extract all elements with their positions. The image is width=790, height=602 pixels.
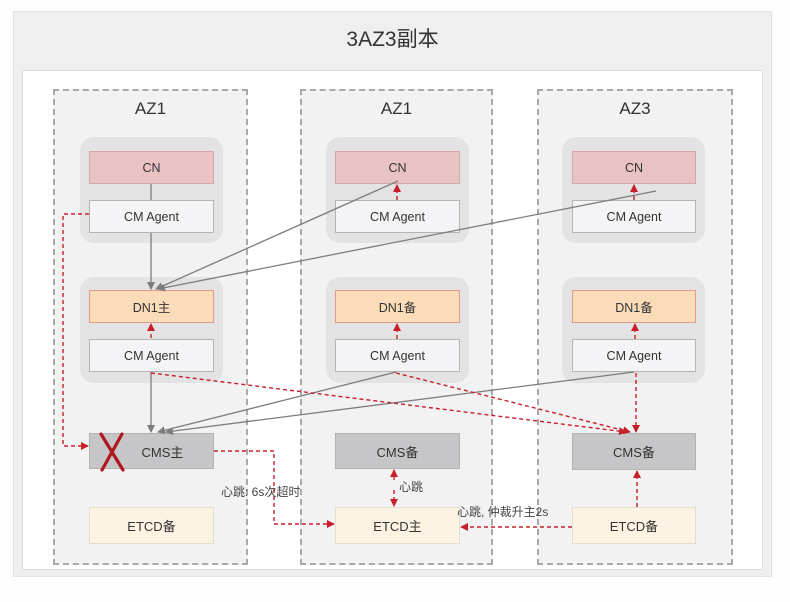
cms-node-1-label: CMS主 bbox=[141, 444, 184, 460]
cn-node-2[interactable]: CN bbox=[335, 151, 460, 184]
cms-heartbeat-label: 心跳 bbox=[399, 480, 424, 494]
etcd-node-1[interactable]: ETCD备 bbox=[89, 507, 214, 544]
etcd-node-3[interactable]: ETCD备 bbox=[572, 507, 696, 544]
etcd-node-2[interactable]: ETCD主 bbox=[335, 507, 460, 544]
cn-cm-agent-2[interactable]: CM Agent bbox=[335, 200, 460, 233]
cms-node-3[interactable]: CMS备 bbox=[572, 433, 696, 470]
cms-node-2[interactable]: CMS备 bbox=[335, 433, 460, 469]
cn-cm-agent-3[interactable]: CM Agent bbox=[572, 200, 696, 233]
cn-cm-agent-1[interactable]: CM Agent bbox=[89, 200, 214, 233]
cms-timeout-label: 心跳: 6s次超时 bbox=[221, 485, 301, 499]
az-zone-1-label: AZ1 bbox=[134, 99, 167, 118]
az-zone-2-label: AZ1 bbox=[380, 99, 413, 118]
cn-node-1[interactable]: CN bbox=[89, 151, 214, 184]
etcd-arbitration-label: 心跳, 仲裁升主2s bbox=[457, 505, 549, 519]
dn-cm-agent-1[interactable]: CM Agent bbox=[89, 339, 214, 372]
dn-node-1[interactable]: DN1主 bbox=[89, 290, 214, 323]
az-zone-3-label: AZ3 bbox=[619, 99, 651, 118]
cn-node-3[interactable]: CN bbox=[572, 151, 696, 184]
x-mark-icon bbox=[99, 432, 125, 472]
diagram-title: 3AZ3副本 bbox=[346, 28, 439, 51]
dn-node-2[interactable]: DN1备 bbox=[335, 290, 460, 323]
dn-cm-agent-2[interactable]: CM Agent bbox=[335, 339, 460, 372]
dn-cm-agent-3[interactable]: CM Agent bbox=[572, 339, 696, 372]
dn-node-3[interactable]: DN1备 bbox=[572, 290, 696, 323]
